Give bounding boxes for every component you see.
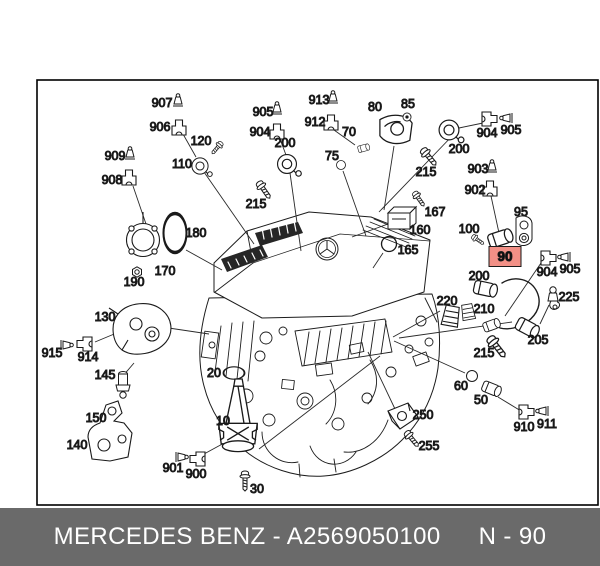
leader-line [490, 195, 500, 234]
leader-line [351, 223, 389, 238]
part-label-255[interactable]: 255 [418, 439, 440, 454]
part-label-90[interactable]: 90 [497, 249, 513, 265]
part-label-100[interactable]: 100 [458, 222, 480, 237]
part-label-914[interactable]: 914 [77, 350, 99, 365]
part-label-904[interactable]: 904 [249, 125, 271, 140]
part-label-903[interactable]: 903 [467, 162, 489, 177]
part-label-120[interactable]: 120 [190, 134, 212, 149]
part-label-110[interactable]: 110 [172, 157, 193, 172]
part-label-50[interactable]: 50 [474, 393, 489, 408]
part-label-200[interactable]: 200 [274, 136, 296, 151]
part-label-215[interactable]: 215 [473, 346, 495, 361]
part-label-907[interactable]: 907 [151, 96, 173, 111]
part-label-190[interactable]: 190 [123, 275, 145, 290]
part-label-905[interactable]: 905 [500, 123, 522, 138]
leader-line [342, 170, 367, 237]
part-label-911[interactable]: 911 [537, 417, 558, 432]
leader-line [279, 138, 287, 156]
part-label-200[interactable]: 200 [468, 269, 490, 284]
sensor-cable [499, 278, 540, 330]
part-label-900[interactable]: 900 [185, 467, 207, 482]
part-glyph-95 [515, 215, 533, 247]
leader-line [203, 171, 255, 245]
footer-bar: MERCEDES BENZ - A2569050100 N - 90 [0, 508, 600, 566]
leader-line [333, 129, 356, 146]
part-label-910[interactable]: 910 [513, 420, 535, 435]
part-label-215[interactable]: 215 [245, 197, 267, 212]
part-label-85[interactable]: 85 [401, 97, 416, 112]
part-label-140[interactable]: 140 [66, 438, 88, 453]
part-label-906[interactable]: 906 [149, 120, 171, 135]
part-label-215[interactable]: 215 [415, 165, 437, 180]
leader-line [497, 396, 522, 412]
part-label-909[interactable]: 909 [104, 149, 126, 164]
footer-code: N - 90 [478, 523, 547, 550]
part-label-170[interactable]: 170 [154, 264, 176, 279]
part-label-901[interactable]: 901 [162, 461, 184, 476]
part-label-904[interactable]: 904 [476, 126, 498, 141]
part-label-200[interactable]: 200 [448, 142, 470, 157]
part-label-913[interactable]: 913 [308, 93, 330, 108]
part-label-80[interactable]: 80 [368, 100, 383, 115]
leader-line [393, 340, 466, 374]
leader-line [378, 132, 456, 213]
leader-line [182, 133, 197, 158]
engine-illustration [199, 211, 540, 478]
part-label-902[interactable]: 902 [464, 183, 486, 198]
leader-line [258, 355, 381, 450]
part-label-75[interactable]: 75 [325, 149, 340, 164]
leader-line [185, 249, 223, 271]
leader-line [504, 262, 542, 317]
part-label-210[interactable]: 210 [473, 302, 495, 317]
part-label-150[interactable]: 150 [85, 411, 107, 426]
part-label-160[interactable]: 160 [409, 223, 431, 238]
part-label-250[interactable]: 250 [412, 408, 434, 423]
leader-line [539, 304, 550, 325]
part-label-912[interactable]: 912 [304, 115, 326, 130]
part-label-60[interactable]: 60 [454, 379, 469, 394]
leader-line [289, 172, 302, 252]
part-label-905[interactable]: 905 [559, 262, 581, 277]
part-label-905[interactable]: 905 [252, 105, 274, 120]
part-label-225[interactable]: 225 [558, 290, 580, 305]
part-label-165[interactable]: 165 [397, 243, 419, 258]
leader-line [383, 145, 395, 211]
part-label-30[interactable]: 30 [250, 482, 265, 497]
part-label-20[interactable]: 20 [207, 366, 222, 381]
highlight-box [488, 246, 522, 267]
part-label-180[interactable]: 180 [185, 226, 207, 241]
part-label-205[interactable]: 205 [527, 333, 549, 348]
parts-layer: 9079061201109099089059042002159139127075… [41, 90, 581, 497]
footer-brand-partnumber: MERCEDES BENZ - A2569050100 [53, 523, 441, 550]
part-label-130[interactable]: 130 [94, 310, 116, 325]
part-label-70[interactable]: 70 [342, 125, 357, 140]
part-label-167[interactable]: 167 [424, 205, 446, 220]
part-label-145[interactable]: 145 [94, 368, 116, 383]
part-label-220[interactable]: 220 [436, 294, 458, 309]
part-label-95[interactable]: 95 [514, 205, 529, 220]
part-label-908[interactable]: 908 [101, 173, 123, 188]
leader-line [132, 185, 147, 225]
part-label-904[interactable]: 904 [536, 265, 558, 280]
part-glyph-85 [402, 112, 412, 122]
leader-line [392, 310, 441, 338]
part-label-10[interactable]: 10 [216, 414, 231, 429]
leader-line [372, 252, 384, 269]
leader-line [458, 122, 484, 129]
part-label-915[interactable]: 915 [41, 346, 63, 361]
